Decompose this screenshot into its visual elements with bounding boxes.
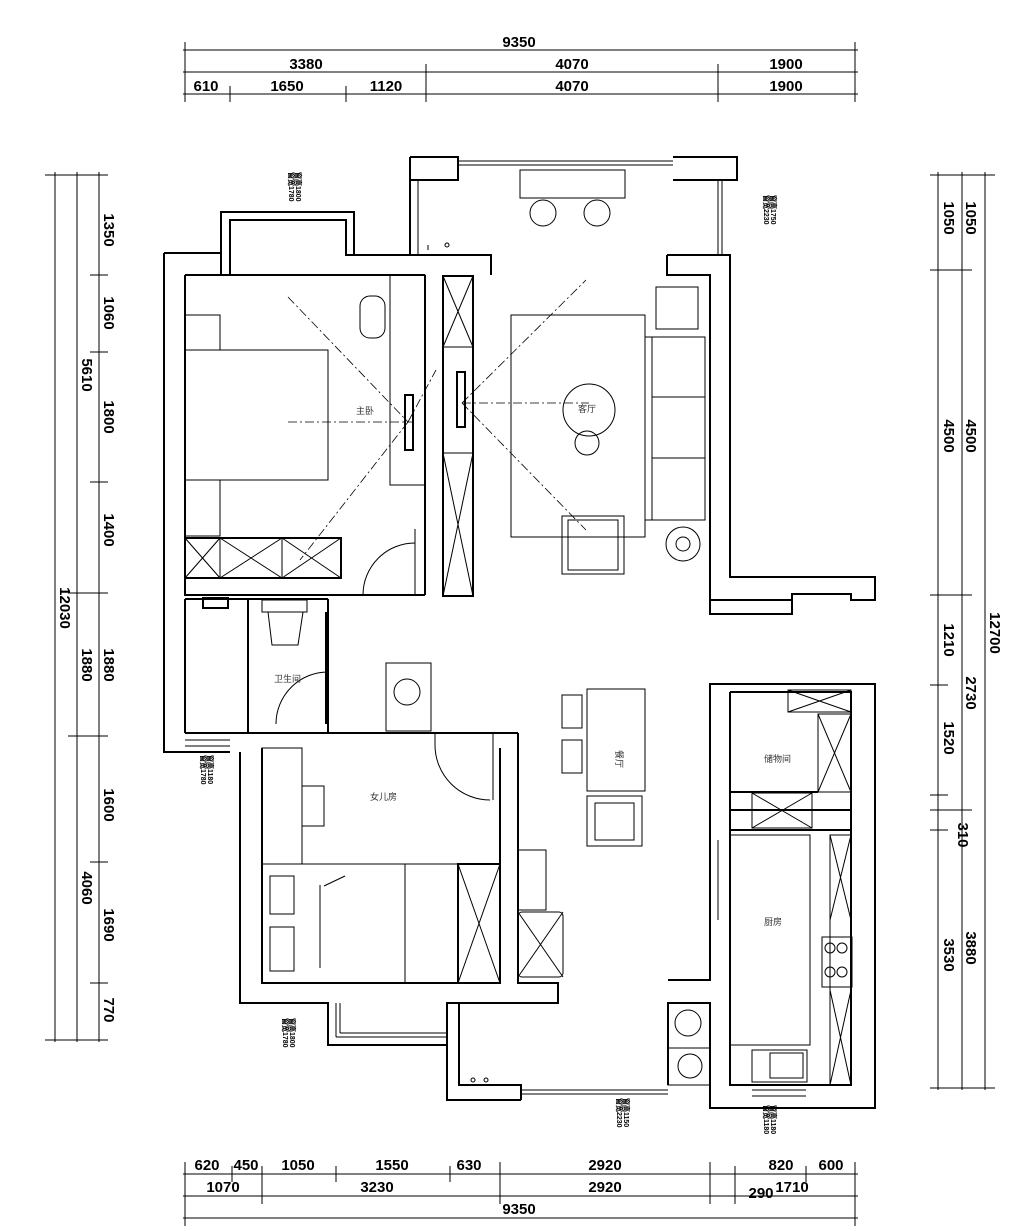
left-dim-12030: 12030 (56, 587, 73, 629)
furniture (184, 169, 853, 1086)
right-dim-4500: 4500 (940, 419, 957, 452)
room-label-daughter: 女儿房 (370, 791, 397, 803)
room-label-living: 客厅 (578, 403, 596, 415)
window-note-kitchen-width: 窗宽1180 (762, 1105, 771, 1134)
right-dim-1050: 1050 (940, 201, 957, 234)
top-dim-1650: 1650 (270, 78, 303, 95)
right-dim-12700: 12700 (986, 612, 1003, 654)
left-dim-1400: 1400 (100, 513, 117, 546)
bottom-dim-3230: 3230 (360, 1179, 393, 1196)
right-dim-1520: 1520 (940, 721, 957, 754)
right-dim-1210: 1210 (940, 623, 957, 656)
window-note-master-height: 窗高1800 (294, 172, 303, 202)
room-label-bath: 卫生间 (274, 673, 301, 685)
left-dim-1880b: 1880 (78, 648, 95, 681)
window-note-living-width: 窗宽2230 (762, 195, 771, 225)
left-dim-5610: 5610 (78, 358, 95, 391)
right-dim-3880: 3880 (962, 931, 979, 964)
left-dim-1350: 1350 (100, 213, 117, 246)
bottom-dim-1070: 1070 (206, 1179, 239, 1196)
top-dim-4070b: 4070 (555, 78, 588, 95)
top-dimension-lines: 9350 3380 4070 1900 610 1650 1120 4070 1… (183, 34, 858, 102)
top-dim-3380: 3380 (289, 56, 322, 73)
bottom-dim-1050: 1050 (281, 1157, 314, 1174)
bottom-dimension-lines: 620 450 1050 1550 630 2920 820 600 1070 … (183, 1157, 858, 1226)
left-dim-4060: 4060 (78, 871, 95, 904)
window-note-bath-width: 窗宽1780 (199, 755, 208, 785)
bottom-dim-630: 630 (456, 1157, 481, 1174)
right-dim-3530: 3530 (940, 938, 957, 971)
window-note-living-height: 窗高1750 (769, 195, 778, 225)
bottom-dim-450: 450 (233, 1157, 258, 1174)
window-note-bath-height: 窗高1180 (206, 755, 215, 784)
bottom-dim-1710: 1710 (775, 1179, 808, 1196)
right-dim-2730: 2730 (962, 676, 979, 709)
room-label-dining: 餐厅 (613, 750, 625, 768)
bottom-dim-620: 620 (194, 1157, 219, 1174)
right-dim-310: 310 (954, 822, 971, 847)
window-note-kitchen-height: 窗高1180 (769, 1105, 778, 1134)
window-notes: 窗宽1780 窗高1800 窗宽2230 窗高1750 窗宽1780 窗高118… (199, 172, 778, 1134)
top-dim-610: 610 (193, 78, 218, 95)
bottom-dim-600: 600 (818, 1157, 843, 1174)
right-dim-4500b: 4500 (962, 419, 979, 452)
right-dim-1050b: 1050 (962, 201, 979, 234)
top-dim-1900b: 1900 (769, 78, 802, 95)
room-label-master: 主卧 (356, 405, 374, 417)
top-dim-total: 9350 (502, 34, 535, 51)
left-dimension-lines: 1350 1060 1800 1400 1880 1600 1690 770 5… (45, 172, 117, 1042)
top-dim-4070: 4070 (555, 56, 588, 73)
right-dimension-lines: 1050 4500 1210 1520 310 3530 1050 4500 2… (930, 172, 1003, 1090)
left-dim-1060: 1060 (100, 296, 117, 329)
top-dim-1900: 1900 (769, 56, 802, 73)
window-note-daughter-width: 窗宽1780 (281, 1018, 290, 1048)
left-dim-770: 770 (100, 997, 117, 1022)
left-dim-1690: 1690 (100, 908, 117, 941)
window-note-balcony-height: 窗高1150 (622, 1098, 631, 1127)
center-lines (287, 279, 589, 561)
bottom-dim-2920: 2920 (588, 1157, 621, 1174)
room-label-kitchen: 厨房 (764, 916, 782, 928)
window-note-balcony-width: 窗宽2230 (615, 1098, 624, 1128)
room-labels: 主卧 客厅 卫生间 餐厅 女儿房 储物间 厨房 (274, 403, 791, 928)
bottom-dim-total: 9350 (502, 1201, 535, 1218)
bottom-dim-290: 290 (748, 1185, 773, 1202)
left-dim-1880: 1880 (100, 648, 117, 681)
bottom-dim-1550: 1550 (375, 1157, 408, 1174)
window-note-master-width: 窗宽1780 (287, 172, 296, 202)
window-note-daughter-height: 窗高1800 (288, 1018, 297, 1048)
bottom-dim-820: 820 (768, 1157, 793, 1174)
left-dim-1600: 1600 (100, 788, 117, 821)
room-label-storage: 储物间 (764, 753, 791, 765)
left-dim-1800: 1800 (100, 400, 117, 433)
top-dim-1120: 1120 (370, 78, 403, 95)
bottom-dim-2920b: 2920 (588, 1179, 621, 1196)
